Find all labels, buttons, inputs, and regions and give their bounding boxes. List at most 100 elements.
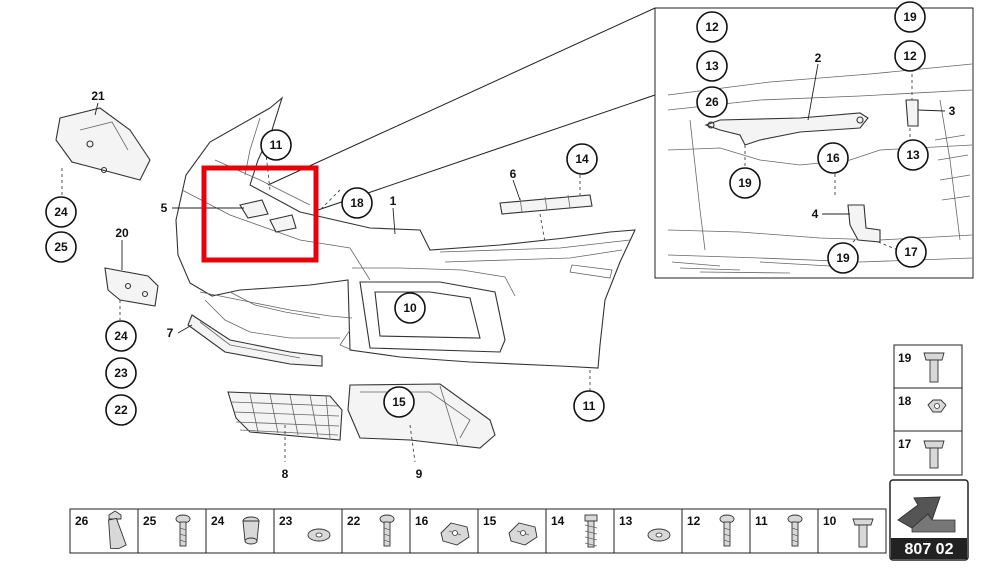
legend-item-11[interactable]: 11 [749, 509, 803, 553]
svg-text:12: 12 [903, 49, 917, 63]
legend-number: 10 [823, 514, 837, 528]
legend-number: 24 [211, 514, 225, 528]
callout-13-right[interactable]: 12 [894, 40, 926, 72]
svg-text:14: 14 [575, 152, 589, 166]
svg-text:17: 17 [904, 245, 918, 259]
rivet-icon [108, 510, 127, 550]
svg-text:22: 22 [114, 403, 128, 417]
callout-22[interactable]: 22 [105, 394, 137, 426]
legend-item-25[interactable]: 25 [137, 509, 191, 553]
legend-number: 12 [687, 514, 701, 528]
label-7: 7 [167, 326, 174, 340]
callout-17[interactable]: 17 [895, 236, 927, 268]
label-9: 9 [416, 467, 423, 481]
label-5: 5 [161, 201, 168, 215]
legend-item-18[interactable]: 18 [898, 394, 947, 413]
label-20: 20 [115, 226, 129, 240]
callout-18[interactable]: 18 [341, 187, 373, 219]
legend-item-19[interactable]: 19 [898, 351, 945, 383]
legend-item-14[interactable]: 14 [545, 509, 598, 553]
svg-text:23: 23 [114, 366, 128, 380]
legend-item-12[interactable]: 12 [681, 509, 735, 553]
clip-nut-icon [508, 522, 538, 546]
callout-11-lower[interactable]: 11 [573, 390, 605, 422]
washer-icon [647, 528, 671, 542]
bumper-cover-1 [175, 96, 636, 369]
callout-10[interactable]: 10 [394, 292, 426, 324]
detail-inset [267, 7, 974, 279]
legend-item-23[interactable]: 23 [273, 509, 331, 553]
svg-text:17: 17 [898, 437, 912, 451]
legend-number: 26 [75, 514, 89, 528]
page-code-badge: 807 02 [889, 479, 969, 561]
svg-text:11: 11 [583, 399, 596, 413]
legend-item-24[interactable]: 24 [205, 509, 260, 553]
screw-icon [175, 514, 191, 547]
bracket-4 [847, 204, 881, 243]
callout-25[interactable]: 25 [45, 231, 77, 263]
callout-12-right[interactable]: 19 [894, 1, 926, 33]
svg-text:24: 24 [54, 205, 68, 219]
label-8: 8 [282, 467, 289, 481]
callout-19-lower[interactable]: 19 [827, 242, 859, 274]
svg-text:24: 24 [114, 329, 128, 343]
page-code: 807 02 [905, 541, 954, 558]
callout-15[interactable]: 15 [383, 386, 415, 418]
plastic-screw-icon [584, 514, 598, 548]
svg-text:11: 11 [270, 138, 283, 152]
svg-text:13: 13 [705, 59, 719, 73]
legend-number: 22 [347, 514, 361, 528]
svg-text:10: 10 [403, 301, 417, 315]
highlight-box [201, 165, 319, 263]
callout-13-left[interactable]: 13 [696, 50, 728, 82]
callout-19-left[interactable]: 19 [729, 167, 761, 199]
arrow-icon [897, 496, 956, 533]
lower-trim-7 [177, 314, 323, 367]
svg-text:16: 16 [826, 151, 840, 165]
callout-24-upper[interactable]: 24 [45, 196, 77, 228]
legend-number: 11 [755, 514, 768, 528]
detail-callouts: 12 13 26 2 16 19 12 3 13 19 4 19 17 [696, 1, 956, 274]
callout-26[interactable]: 26 [696, 86, 728, 118]
callout-16[interactable]: 16 [817, 142, 849, 174]
clip-bracket-5 [239, 199, 269, 219]
callout-19-upper[interactable]: 13 [897, 139, 929, 171]
svg-text:15: 15 [392, 395, 406, 409]
legend-item-22[interactable]: 22 [341, 509, 395, 553]
svg-text:12: 12 [705, 20, 719, 34]
flange-bolt-icon [852, 518, 874, 548]
legend-item-10[interactable]: 10 [817, 509, 874, 553]
label-3: 3 [949, 104, 956, 118]
legend-item-17[interactable]: 17 [898, 437, 945, 469]
legend-number: 16 [415, 514, 429, 528]
svg-text:25: 25 [54, 240, 68, 254]
legend-item-13[interactable]: 13 [613, 509, 671, 553]
label-4: 4 [812, 207, 819, 221]
legend-item-16[interactable]: 16 [409, 509, 470, 553]
screw-icon [379, 514, 395, 547]
callout-24-lower[interactable]: 24 [105, 320, 137, 352]
legend-item-26[interactable]: 26 [75, 510, 127, 550]
svg-text:13: 13 [906, 148, 920, 162]
callout-23[interactable]: 23 [105, 357, 137, 389]
right-legend: 19 18 17 [893, 344, 963, 476]
bracket-2 [704, 112, 869, 146]
svg-text:18: 18 [898, 394, 912, 408]
main-callouts: 11 18 14 10 11 15 24 25 24 23 22 [45, 129, 605, 426]
callout-12-left[interactable]: 12 [696, 11, 728, 43]
legend-number: 23 [279, 514, 293, 528]
flange-bolt-icon [923, 440, 945, 469]
washer-icon [307, 528, 331, 542]
legend-item-15[interactable]: 15 [477, 509, 538, 553]
callout-14[interactable]: 14 [566, 143, 598, 175]
callout-11-upper[interactable]: 11 [260, 129, 292, 161]
bracket-3 [905, 99, 919, 127]
svg-text:19: 19 [836, 251, 850, 265]
intake-frame [359, 281, 506, 353]
svg-text:19: 19 [903, 10, 917, 24]
mounting-strip-6 [499, 175, 593, 243]
clip-nut-icon [440, 522, 470, 546]
flange-bolt-icon [923, 352, 945, 383]
